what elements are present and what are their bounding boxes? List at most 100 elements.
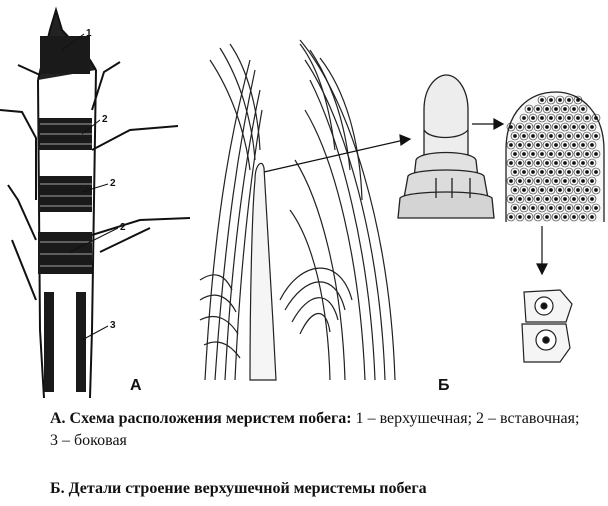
cell-nucleus	[509, 161, 513, 165]
meristem-cell	[506, 176, 516, 186]
cell-nucleus	[536, 215, 540, 219]
cell-nucleus	[563, 197, 567, 201]
intercalary-meristem-band-3	[38, 232, 92, 274]
meristem-cell	[524, 212, 534, 222]
meristem-cell	[524, 176, 534, 186]
cell-nucleus	[581, 161, 585, 165]
meristem-cell	[591, 185, 601, 195]
cell-nucleus	[540, 116, 544, 120]
cell-nucleus	[563, 125, 567, 129]
leaf-left-1	[0, 109, 37, 200]
cell-nucleus	[554, 161, 558, 165]
meristem-cell	[564, 113, 574, 123]
cell-nucleus	[572, 197, 576, 201]
meristem-cell	[551, 122, 561, 132]
meristem-cell	[587, 194, 597, 204]
cell-nucleus	[545, 179, 549, 183]
cell-nucleus	[558, 116, 562, 120]
meristem-cell	[515, 194, 525, 204]
callout-3: 3	[110, 320, 116, 331]
cell-nucleus	[590, 125, 594, 129]
callout-2a: 2	[102, 114, 108, 125]
cell-nucleus	[527, 107, 531, 111]
meristem-cell	[546, 131, 556, 141]
meristem-cell	[555, 95, 565, 105]
meristem-cell	[533, 104, 543, 114]
cell-nucleus	[522, 170, 526, 174]
cell-nucleus	[558, 206, 562, 210]
cell-nucleus	[540, 188, 544, 192]
cell-nucleus	[594, 206, 598, 210]
meristem-cell	[591, 149, 601, 159]
meristem-cell	[506, 212, 516, 222]
meristem-cell	[537, 113, 547, 123]
cell-nucleus	[590, 215, 594, 219]
cell-nucleus	[554, 143, 558, 147]
meristem-cell	[528, 149, 538, 159]
meristem-cell	[578, 176, 588, 186]
meristem-cell	[560, 140, 570, 150]
cell-nucleus	[545, 125, 549, 129]
arrow-to-apex	[263, 134, 412, 173]
cell-nucleus	[545, 161, 549, 165]
meristem-cell	[569, 158, 579, 168]
cell-nucleus	[585, 134, 589, 138]
meristem-cell	[542, 122, 552, 132]
cell-nucleus	[563, 107, 567, 111]
growth-cone	[249, 162, 277, 381]
meristem-cell	[515, 140, 525, 150]
cell-nucleus	[531, 188, 535, 192]
callout-2b: 2	[110, 178, 116, 189]
meristem-cell	[582, 131, 592, 141]
cell-nucleus	[513, 188, 517, 192]
cell-nucleus	[558, 98, 562, 102]
cell-nucleus	[540, 170, 544, 174]
cell-nucleus	[531, 170, 535, 174]
meristem-cell	[519, 185, 529, 195]
meristem-cell	[546, 149, 556, 159]
cell-nucleus	[531, 206, 535, 210]
callout-1: 1	[86, 28, 92, 39]
cell-nucleus	[581, 143, 585, 147]
meristem-cell	[506, 194, 516, 204]
meristem-cell	[528, 113, 538, 123]
meristem-cell	[564, 131, 574, 141]
leaf-left-2	[7, 184, 37, 241]
cell-nucleus	[558, 134, 562, 138]
cell-nucleus	[549, 134, 553, 138]
meristem-cell	[551, 158, 561, 168]
enlarged-apex	[397, 74, 495, 219]
cell-nucleus	[522, 206, 526, 210]
cell-nucleus	[576, 116, 580, 120]
meristem-cell	[542, 194, 552, 204]
meristem-cell	[560, 212, 570, 222]
leaf-right-1	[91, 61, 121, 111]
cell-nucleus	[581, 107, 585, 111]
cell-nucleus	[554, 215, 558, 219]
meristem-cell	[533, 158, 543, 168]
meristem-cell	[537, 203, 547, 213]
meristem-cell	[587, 122, 597, 132]
cell-nucleus	[572, 143, 576, 147]
cell-nucleus	[563, 161, 567, 165]
meristem-cell	[582, 113, 592, 123]
meristem-cell	[569, 212, 579, 222]
meristem-cell	[515, 176, 525, 186]
meristem-cell	[555, 167, 565, 177]
cell-nucleus	[536, 125, 540, 129]
cell-nucleus	[585, 206, 589, 210]
cell-nucleus	[590, 143, 594, 147]
meristem-cell	[533, 194, 543, 204]
cell-nucleus	[536, 197, 540, 201]
meristem-cell	[587, 140, 597, 150]
meristem-cell	[555, 131, 565, 141]
meristem-cell	[533, 176, 543, 186]
cell-nucleus	[540, 134, 544, 138]
meristem-cell	[564, 95, 574, 105]
cell-nucleus	[576, 206, 580, 210]
panel-label-b: Б	[438, 377, 450, 394]
cell-nucleus	[513, 134, 517, 138]
cell-nucleus	[585, 188, 589, 192]
cell-nucleus	[522, 188, 526, 192]
meristem-cell	[582, 149, 592, 159]
